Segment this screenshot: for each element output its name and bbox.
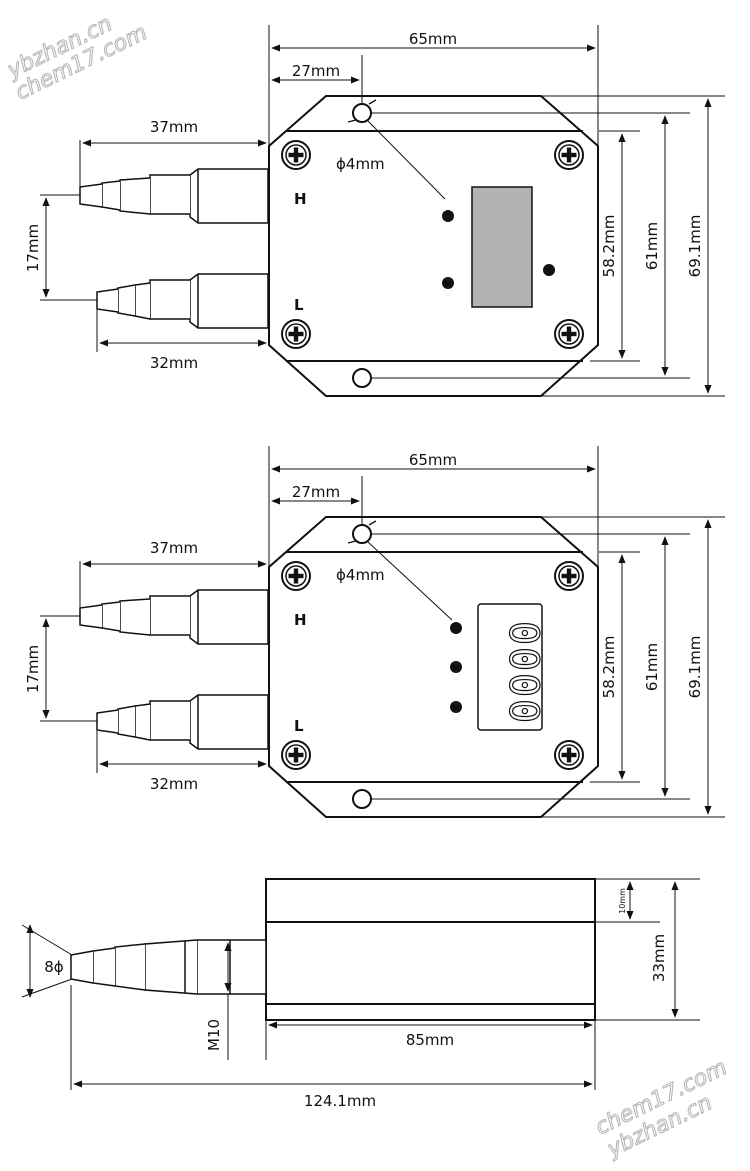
dim-port-spacing: 17mm — [24, 224, 42, 272]
dim-nozzle-diameter: 8ϕ — [44, 958, 64, 976]
nozzle-high — [79, 168, 269, 224]
watermark-top-left: ybzhan.cn chem17.com — [2, 11, 151, 106]
hole-diameter-label: ϕ4mm — [336, 155, 385, 173]
led-digit: 0 — [500, 621, 546, 645]
port-high-label: H — [294, 611, 307, 629]
screw-icon — [281, 319, 311, 349]
dimension-lines — [21, 878, 700, 1090]
led-digit: 0 — [500, 699, 546, 723]
port-high-label: H — [294, 190, 307, 208]
screw-icon — [281, 140, 311, 170]
dim-port-spacing: 17mm — [24, 645, 42, 693]
leader-line — [367, 120, 446, 200]
dim-total-width: 65mm — [409, 30, 457, 48]
screw-icon — [554, 319, 584, 349]
screw-icon — [554, 561, 584, 591]
side-view: 8ϕ M10 85mm 124.1mm 33mm 10mm — [21, 878, 700, 1110]
led-digits: 0 0 0 0 — [499, 620, 546, 723]
dim-port-low-length: 32mm — [150, 775, 198, 793]
watermark-bottom-right: chem17.com ybzhan.cn — [591, 1055, 732, 1164]
nozzle-low — [96, 273, 269, 329]
housing-outline — [268, 95, 599, 397]
indicator-led — [450, 701, 462, 713]
indicator-led — [442, 210, 454, 222]
dim-body-length: 85mm — [406, 1031, 454, 1049]
dim-port-high-length: 37mm — [150, 118, 198, 136]
mounting-hole-bottom — [352, 789, 372, 809]
indicator-led — [442, 277, 454, 289]
screw-icon — [554, 140, 584, 170]
dim-inner-height: 58.2mm — [600, 636, 618, 699]
dim-mid-height: 61mm — [643, 643, 661, 691]
port-low-label: L — [294, 296, 304, 314]
screw-icon — [281, 561, 311, 591]
dim-total-height: 69.1mm — [686, 636, 704, 699]
dim-inner-height: 58.2mm — [600, 215, 618, 278]
led-digit: 0 — [500, 673, 546, 697]
dim-total-height: 69.1mm — [686, 215, 704, 278]
dim-hole-offset: 27mm — [292, 62, 340, 80]
dim-hole-offset: 27mm — [292, 483, 340, 501]
mounting-hole-bottom — [352, 368, 372, 388]
dim-total-length: 124.1mm — [304, 1092, 376, 1110]
dim-height: 33mm — [650, 934, 668, 982]
front-view-led: 0 0 0 0 H L ϕ4mm — [24, 446, 725, 818]
dim-port-low-length: 32mm — [150, 354, 198, 372]
led-digit: 0 — [500, 647, 546, 671]
dim-top-section: 10mm — [618, 888, 627, 914]
housing-outline — [268, 516, 599, 818]
indicator-led — [543, 264, 555, 276]
dim-mid-height: 61mm — [643, 222, 661, 270]
dimension-lines — [40, 446, 725, 818]
screw-icon — [281, 740, 311, 770]
indicator-led — [450, 622, 462, 634]
lcd-display — [471, 186, 533, 308]
mounting-hole-top — [352, 524, 372, 544]
nozzle-side — [70, 939, 267, 995]
port-low-label: L — [294, 717, 304, 735]
led-display — [477, 603, 543, 731]
housing-side — [265, 878, 596, 1021]
nozzle-high — [79, 589, 269, 645]
mounting-hole-top — [352, 103, 372, 123]
indicator-led — [450, 661, 462, 673]
dim-total-width: 65mm — [409, 451, 457, 469]
leader-line — [367, 541, 453, 621]
dim-thread: M10 — [205, 1019, 223, 1051]
dimension-lines — [40, 25, 725, 397]
front-view-lcd: H L ϕ4mm — [24, 25, 725, 397]
nozzle-low — [96, 694, 269, 750]
hole-diameter-label: ϕ4mm — [336, 566, 385, 584]
dim-port-high-length: 37mm — [150, 539, 198, 557]
screw-icon — [554, 740, 584, 770]
